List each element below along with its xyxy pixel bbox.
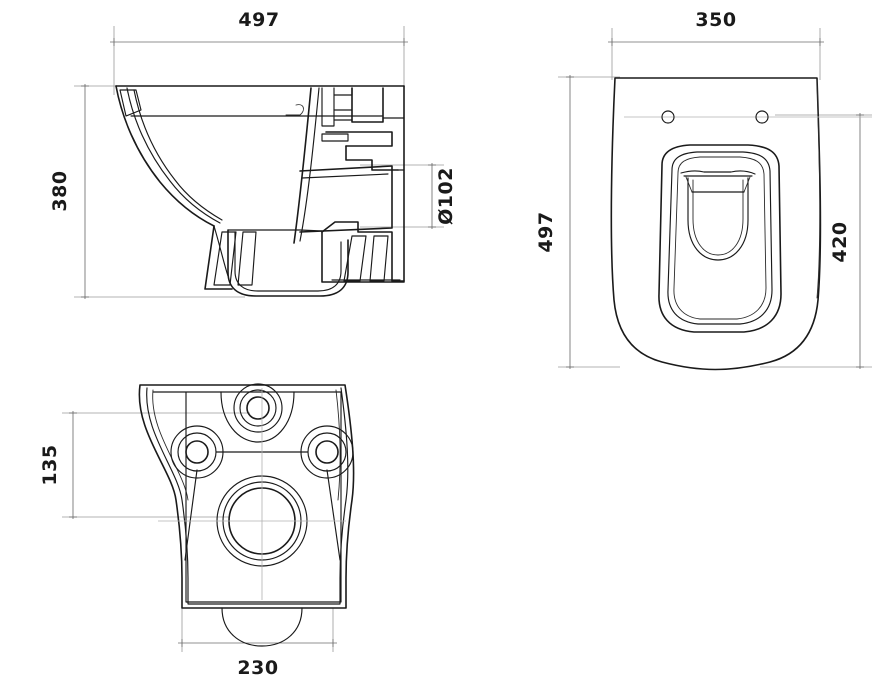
flush-inlet-bore	[246, 396, 270, 420]
dim-497-depth: 497	[535, 75, 620, 369]
dim-135-height: 135	[39, 411, 250, 519]
rear-mounting-view: 135 230	[39, 383, 355, 679]
dim-420-depth-label: 420	[829, 221, 851, 262]
fixing-hole-right-bore	[315, 440, 339, 464]
dim-350-width-label: 350	[695, 9, 736, 31]
dim-497-width-label: 497	[238, 9, 279, 31]
front-plan-view: 350 497 420	[535, 9, 872, 371]
fixing-hole-left-mid	[177, 432, 217, 472]
dim-380-height-label: 380	[49, 170, 71, 211]
dim-d102-outlet: Ø102	[360, 163, 457, 229]
seat-hinge-hole-left	[661, 110, 675, 124]
dim-135-height-label: 135	[39, 444, 61, 485]
fixing-hole-left-bore	[185, 440, 209, 464]
dim-420-depth: 420	[760, 113, 872, 369]
dim-d102-outlet-label: Ø102	[435, 167, 457, 225]
seat-hinge-hole-right	[755, 110, 769, 124]
dim-497-width: 497	[110, 9, 408, 95]
flush-inlet-mid	[239, 389, 277, 427]
dim-497-depth-label: 497	[535, 211, 557, 252]
dim-380-height: 380	[49, 84, 245, 299]
dim-230-width-label: 230	[237, 657, 278, 679]
side-section-view: 497 380 Ø102	[49, 9, 457, 299]
dim-350-width: 350	[608, 9, 824, 80]
dim-230-width: 230	[178, 608, 337, 679]
flush-inlet-outer	[233, 383, 283, 433]
